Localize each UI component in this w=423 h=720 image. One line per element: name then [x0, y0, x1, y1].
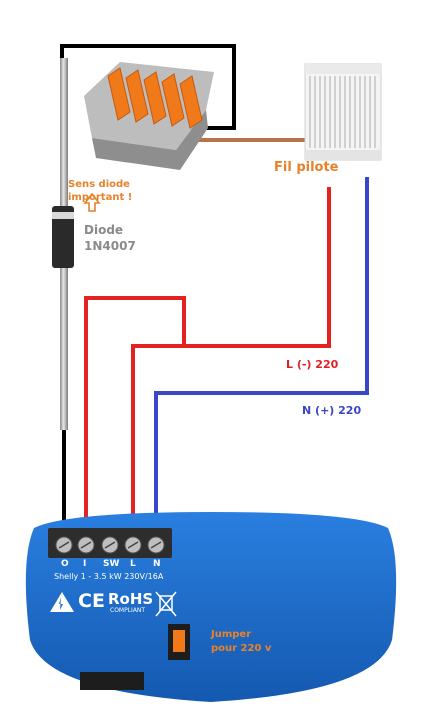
shelly-1-module: [25, 512, 397, 702]
live-label: L (-) 220: [286, 358, 339, 371]
rohs-mark: RoHS: [108, 590, 154, 608]
jumper-label: Jumper pour 220 v: [211, 629, 272, 654]
diode-arrow-up-icon: [83, 192, 101, 212]
diode-body: [52, 206, 74, 268]
wheelie-bin-crossed-icon: [155, 591, 177, 617]
wago-lever: [179, 75, 203, 129]
red-live-wire: [131, 187, 331, 545]
neutral-label: N (+) 220: [302, 404, 362, 417]
wago-lever: [125, 69, 149, 123]
diode-name-label: Diode 1N4007: [84, 223, 136, 253]
terminal-label-sw: SW: [103, 559, 120, 569]
wago-lever: [161, 73, 185, 127]
red-bridge-wire: [84, 296, 186, 545]
wago-lever: [143, 71, 167, 125]
terminal-label-o: O: [61, 559, 69, 569]
jumper: [173, 630, 185, 652]
bottom-connector: [80, 672, 144, 690]
diode-direction-label: Sens diode important !: [68, 179, 133, 203]
ce-mark: CE: [78, 590, 105, 612]
shelly-model-text: Shelly 1 - 3.5 kW 230V/16A: [54, 572, 164, 581]
rohs-compliant-text: COMPLIANT: [110, 607, 146, 614]
terminal-label-l: L: [130, 559, 136, 569]
black-wire-top-loop: [60, 44, 236, 130]
wago-lever: [107, 67, 131, 121]
pilot-wire-label: Fil pilote: [274, 160, 339, 175]
warning-triangle-icon: [50, 592, 74, 612]
blue-neutral-wire: [154, 177, 369, 545]
terminal-label-i: I: [83, 559, 87, 569]
terminal-label-n: N: [153, 559, 161, 569]
diode-band: [52, 212, 74, 219]
radiator-image: [304, 63, 382, 161]
wago-connector: [84, 62, 214, 170]
